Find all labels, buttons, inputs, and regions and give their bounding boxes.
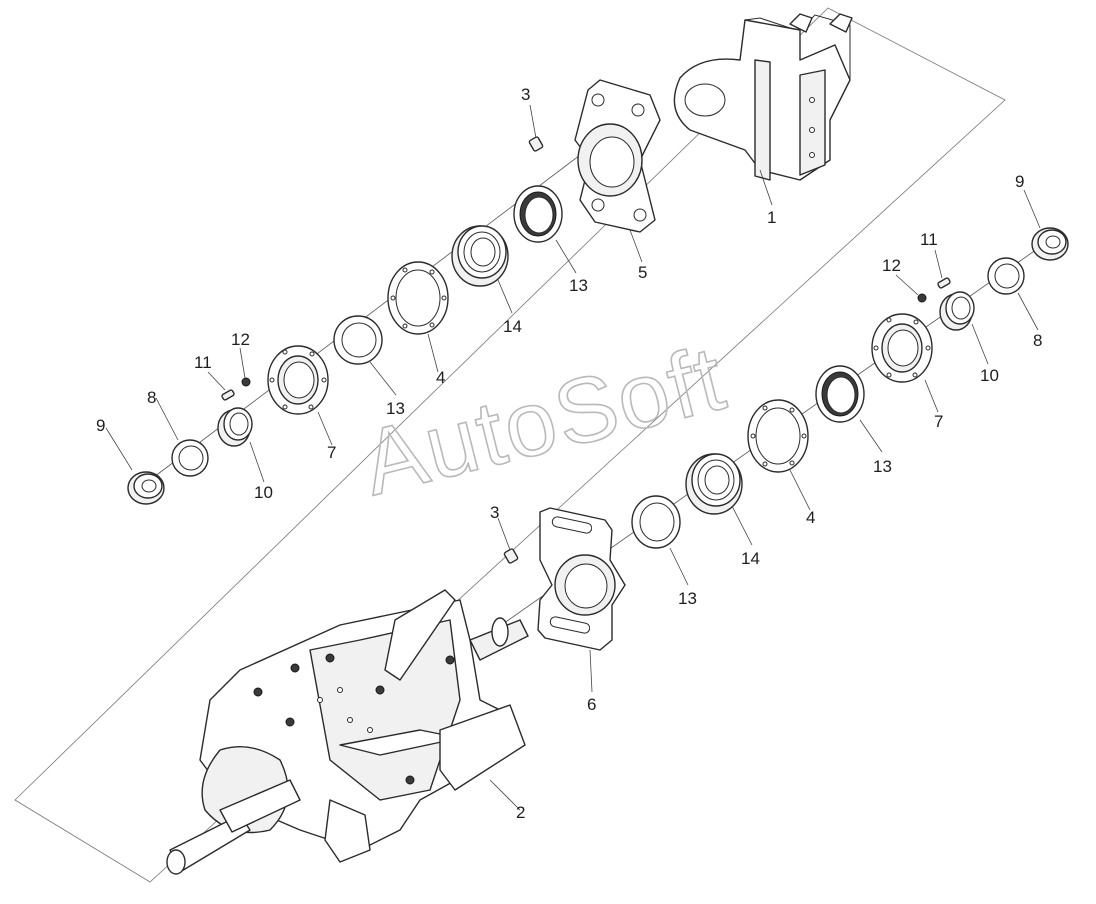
- callout-2: 2: [516, 803, 525, 822]
- callout-12-left: 12: [231, 330, 250, 349]
- part-13-lower-seal: [631, 495, 681, 549]
- part-11-left-bolt: [221, 389, 235, 401]
- callout-7-right: 7: [934, 412, 943, 431]
- part-1-housing-bracket: [673, 13, 853, 181]
- part-10-left-sleeve: [217, 407, 253, 447]
- callout-8-right: 8: [1033, 331, 1042, 350]
- callout-14-lower: 14: [741, 549, 760, 568]
- callout-13-upper: 13: [569, 276, 588, 295]
- callout-3-lower: 3: [490, 503, 499, 522]
- part-9-left-end-nut: [127, 471, 165, 505]
- callout-3-upper: 3: [521, 85, 530, 104]
- callout-13-right: 13: [873, 457, 892, 476]
- callout-13-lower: 13: [678, 589, 697, 608]
- part-13-right-seal: [815, 365, 865, 423]
- part-8-right-washer: [987, 257, 1025, 295]
- callout-7-left: 7: [327, 443, 336, 462]
- callout-13-upper-left: 13: [386, 399, 405, 418]
- part-6-lower-bearing-block: [537, 507, 626, 651]
- watermark-text: AutoSoft: [353, 327, 736, 515]
- part-7-left-flange: [267, 345, 329, 415]
- callout-10-left: 10: [254, 483, 273, 502]
- callout-11-left: 11: [194, 353, 212, 372]
- part-8-left-washer: [171, 439, 209, 477]
- part-4-right-gasket: [747, 399, 809, 473]
- part-11-right-bolt: [937, 277, 951, 289]
- callout-10-right: 10: [980, 366, 999, 385]
- callout-12-right: 12: [882, 256, 901, 275]
- callout-4-upper: 4: [436, 368, 445, 387]
- part-10-right-sleeve: [939, 291, 975, 331]
- callout-4-lower: 4: [806, 508, 815, 527]
- part-12-right-nut: [917, 293, 927, 303]
- leader-lines: [105, 104, 1041, 811]
- part-2-rotor-assembly: [166, 589, 529, 875]
- callout-1: 1: [767, 208, 776, 227]
- assembly-boundary-frame: [14, 7, 1006, 883]
- part-4-upper-gasket: [387, 261, 449, 335]
- part-7-right-flange: [871, 313, 933, 383]
- part-13-upper-left-seal: [333, 315, 383, 365]
- part-12-left-nut: [241, 377, 251, 387]
- callout-11-right: 11: [920, 230, 938, 249]
- part-3-lower-grease-fitting: [503, 548, 519, 564]
- callout-14-upper: 14: [503, 317, 522, 336]
- part-14-lower-bearing: [685, 453, 743, 515]
- part-13-upper-seal: [513, 185, 563, 243]
- callout-6: 6: [587, 695, 596, 714]
- part-5-upper-bearing-block: [574, 79, 661, 233]
- callout-9-right: 9: [1015, 172, 1024, 191]
- callout-8-left: 8: [147, 388, 156, 407]
- callout-9-left: 9: [96, 416, 105, 435]
- part-3-upper-grease-fitting: [528, 136, 544, 152]
- callout-5: 5: [638, 263, 647, 282]
- part-9-right-end-nut: [1031, 227, 1069, 261]
- part-14-upper-bearing: [451, 225, 509, 287]
